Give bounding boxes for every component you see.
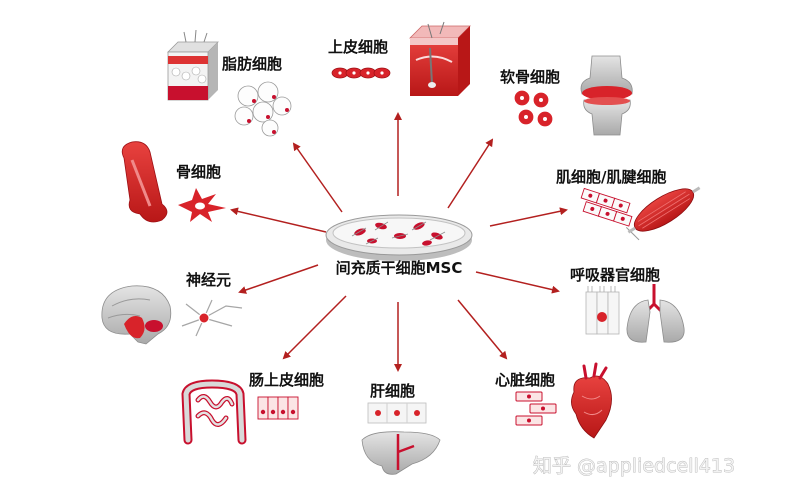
arrow-to-osteocyte <box>230 207 327 233</box>
adipocyte-node: 脂肪细胞 <box>167 29 292 137</box>
adipocyte-cluster-icon <box>234 81 292 137</box>
osteocyte-cell-icon <box>178 188 226 222</box>
muscle-cells-icon <box>580 187 640 241</box>
skin-tissue-block-icon <box>409 21 471 96</box>
epithelial-node: 上皮细胞 <box>328 21 471 96</box>
arrow-to-intestinal <box>282 295 347 360</box>
arrows <box>230 112 568 372</box>
cardiomyocyte-cells-icon <box>515 391 557 426</box>
respiratory-node: 呼吸器官细胞 <box>570 266 685 343</box>
intestine-icon <box>181 379 247 445</box>
epithelial-label: 上皮细胞 <box>328 38 388 56</box>
neuron-label: 神经元 <box>186 271 231 289</box>
respiratory-label: 呼吸器官细胞 <box>570 266 660 284</box>
chondrocyte-node: 软骨细胞 <box>500 55 633 136</box>
adipose-tissue-block-icon <box>167 29 219 101</box>
arrow-to-neuron <box>238 264 319 294</box>
chondrocyte-label: 软骨细胞 <box>500 68 560 86</box>
osteocyte-label: 骨细胞 <box>176 163 221 181</box>
adipocyte-label: 脂肪细胞 <box>222 55 282 73</box>
hepatocyte-node: 肝细胞 <box>361 382 441 475</box>
arrow-to-chondrocyte <box>447 138 494 209</box>
brain-icon <box>101 285 172 345</box>
intestinal-label: 肠上皮细胞 <box>249 371 324 389</box>
hepatocyte-label: 肝细胞 <box>370 382 415 400</box>
arrow-to-myocyte <box>489 207 568 227</box>
neuron-cell-icon <box>181 299 243 337</box>
petri-dish: 间充质干细胞MSC <box>325 214 473 277</box>
heart-icon <box>571 362 612 439</box>
hepatocyte-cells-icon <box>367 402 427 424</box>
liver-icon <box>361 431 441 475</box>
watermark: 知乎 @appliedcell413 <box>533 455 735 477</box>
knee-joint-icon <box>580 55 633 136</box>
epithelial-cells-icon <box>331 67 391 79</box>
osteocyte-node: 骨细胞 <box>121 141 226 223</box>
airway-epithelial-cells-icon <box>585 286 620 335</box>
arrow-to-cardiomyocyte <box>457 299 508 360</box>
arrow-to-adipocyte <box>292 142 343 213</box>
arrow-to-respiratory <box>475 271 560 294</box>
lungs-icon <box>626 284 685 343</box>
intestinal-cells-icon <box>257 396 299 420</box>
chondrocyte-cells-icon <box>513 89 554 128</box>
myocyte-node: 肌细胞/肌腱细胞 <box>556 168 701 241</box>
muscle-bundle-icon <box>627 186 701 234</box>
intestinal-node: 肠上皮细胞 <box>181 371 324 445</box>
cardiomyocyte-label: 心脏细胞 <box>495 371 555 389</box>
myocyte-label: 肌细胞/肌腱细胞 <box>556 168 666 186</box>
center-label: 间充质干细胞MSC <box>336 259 463 277</box>
bone-icon <box>121 141 168 223</box>
cardiomyocyte-node: 心脏细胞 <box>495 362 612 439</box>
neuron-node: 神经元 <box>101 271 243 345</box>
